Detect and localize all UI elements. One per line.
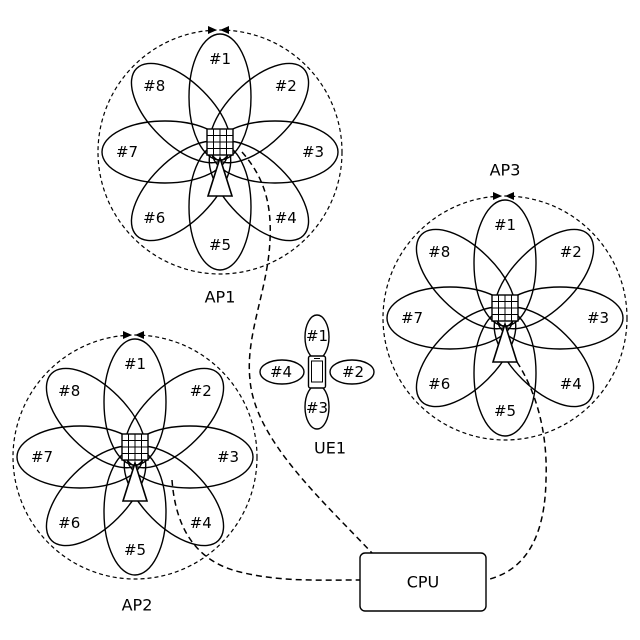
beam-label: #3: [302, 143, 324, 161]
antenna-array-icon: [122, 434, 148, 460]
beam-label: #8: [58, 382, 80, 400]
scan-arrow-left-icon: [220, 26, 229, 34]
cpu-box: CPU: [360, 553, 486, 611]
central-processing-unit: CPU: [360, 553, 486, 611]
beam-label: #2: [275, 77, 297, 95]
antenna-array-icon: [207, 129, 233, 155]
access-point-label: AP3: [490, 161, 521, 180]
antenna-mast-icon: [208, 158, 232, 196]
beam-label: #7: [401, 309, 423, 327]
link-ap3-cpu: [486, 362, 546, 580]
access-points: #1#2#3#4#5#6#7#8AP1#1#2#3#4#5#6#7#8AP2#1…: [13, 26, 627, 615]
antenna-mast-icon: [123, 463, 147, 501]
beam-label: #5: [209, 236, 231, 254]
beam-label: #7: [116, 143, 138, 161]
beam-label: #6: [143, 209, 165, 227]
beam-label: #4: [190, 514, 212, 532]
beam-label: #8: [143, 77, 165, 95]
cpu-label: CPU: [407, 573, 440, 592]
scan-arrow-right-icon: [493, 192, 502, 200]
beam-label: #6: [58, 514, 80, 532]
beam-label: #5: [124, 541, 146, 559]
beam-label: #4: [560, 375, 582, 393]
beam-label: #4: [275, 209, 297, 227]
beam-label: #2: [190, 382, 212, 400]
beam-label: #3: [587, 309, 609, 327]
antenna-array-icon: [492, 295, 518, 321]
beam-label: #6: [428, 375, 450, 393]
beam-label: #1: [124, 355, 146, 373]
access-point-label: AP1: [205, 288, 236, 307]
access-point-label: AP2: [122, 596, 153, 615]
access-point-2: #1 #2 #3 #4 #5 #6 #7 #8AP2: [13, 331, 257, 615]
phone-icon: [309, 356, 326, 388]
scan-arrow-left-icon: [135, 331, 144, 339]
beam-label: #1: [209, 50, 231, 68]
ue-beam-label: #3: [306, 399, 328, 417]
ue-beam-label: #1: [306, 327, 328, 345]
antenna-mast-icon: [493, 324, 517, 362]
access-point-1: #1 #2 #3 #4 #5 #6 #7 #8AP1: [98, 26, 342, 307]
scan-arrow-left-icon: [505, 192, 514, 200]
user-equipment: #1 #2 #3 #4UE1: [260, 315, 374, 458]
beam-label: #2: [560, 243, 582, 261]
beam-label: #1: [494, 216, 516, 234]
beam-label: #3: [217, 448, 239, 466]
scan-arrow-right-icon: [123, 331, 132, 339]
ue-beam-label: #2: [342, 363, 364, 381]
ue-label: UE1: [314, 439, 346, 458]
ue1: #1 #2 #3 #4UE1: [260, 315, 374, 458]
scan-arrow-right-icon: [208, 26, 217, 34]
ue-beam-label: #4: [270, 363, 292, 381]
beam-label: #8: [428, 243, 450, 261]
beam-label: #5: [494, 402, 516, 420]
beam-label: #7: [31, 448, 53, 466]
access-point-3: #1 #2 #3 #4 #5 #6 #7 #8 AP3: [383, 161, 627, 441]
